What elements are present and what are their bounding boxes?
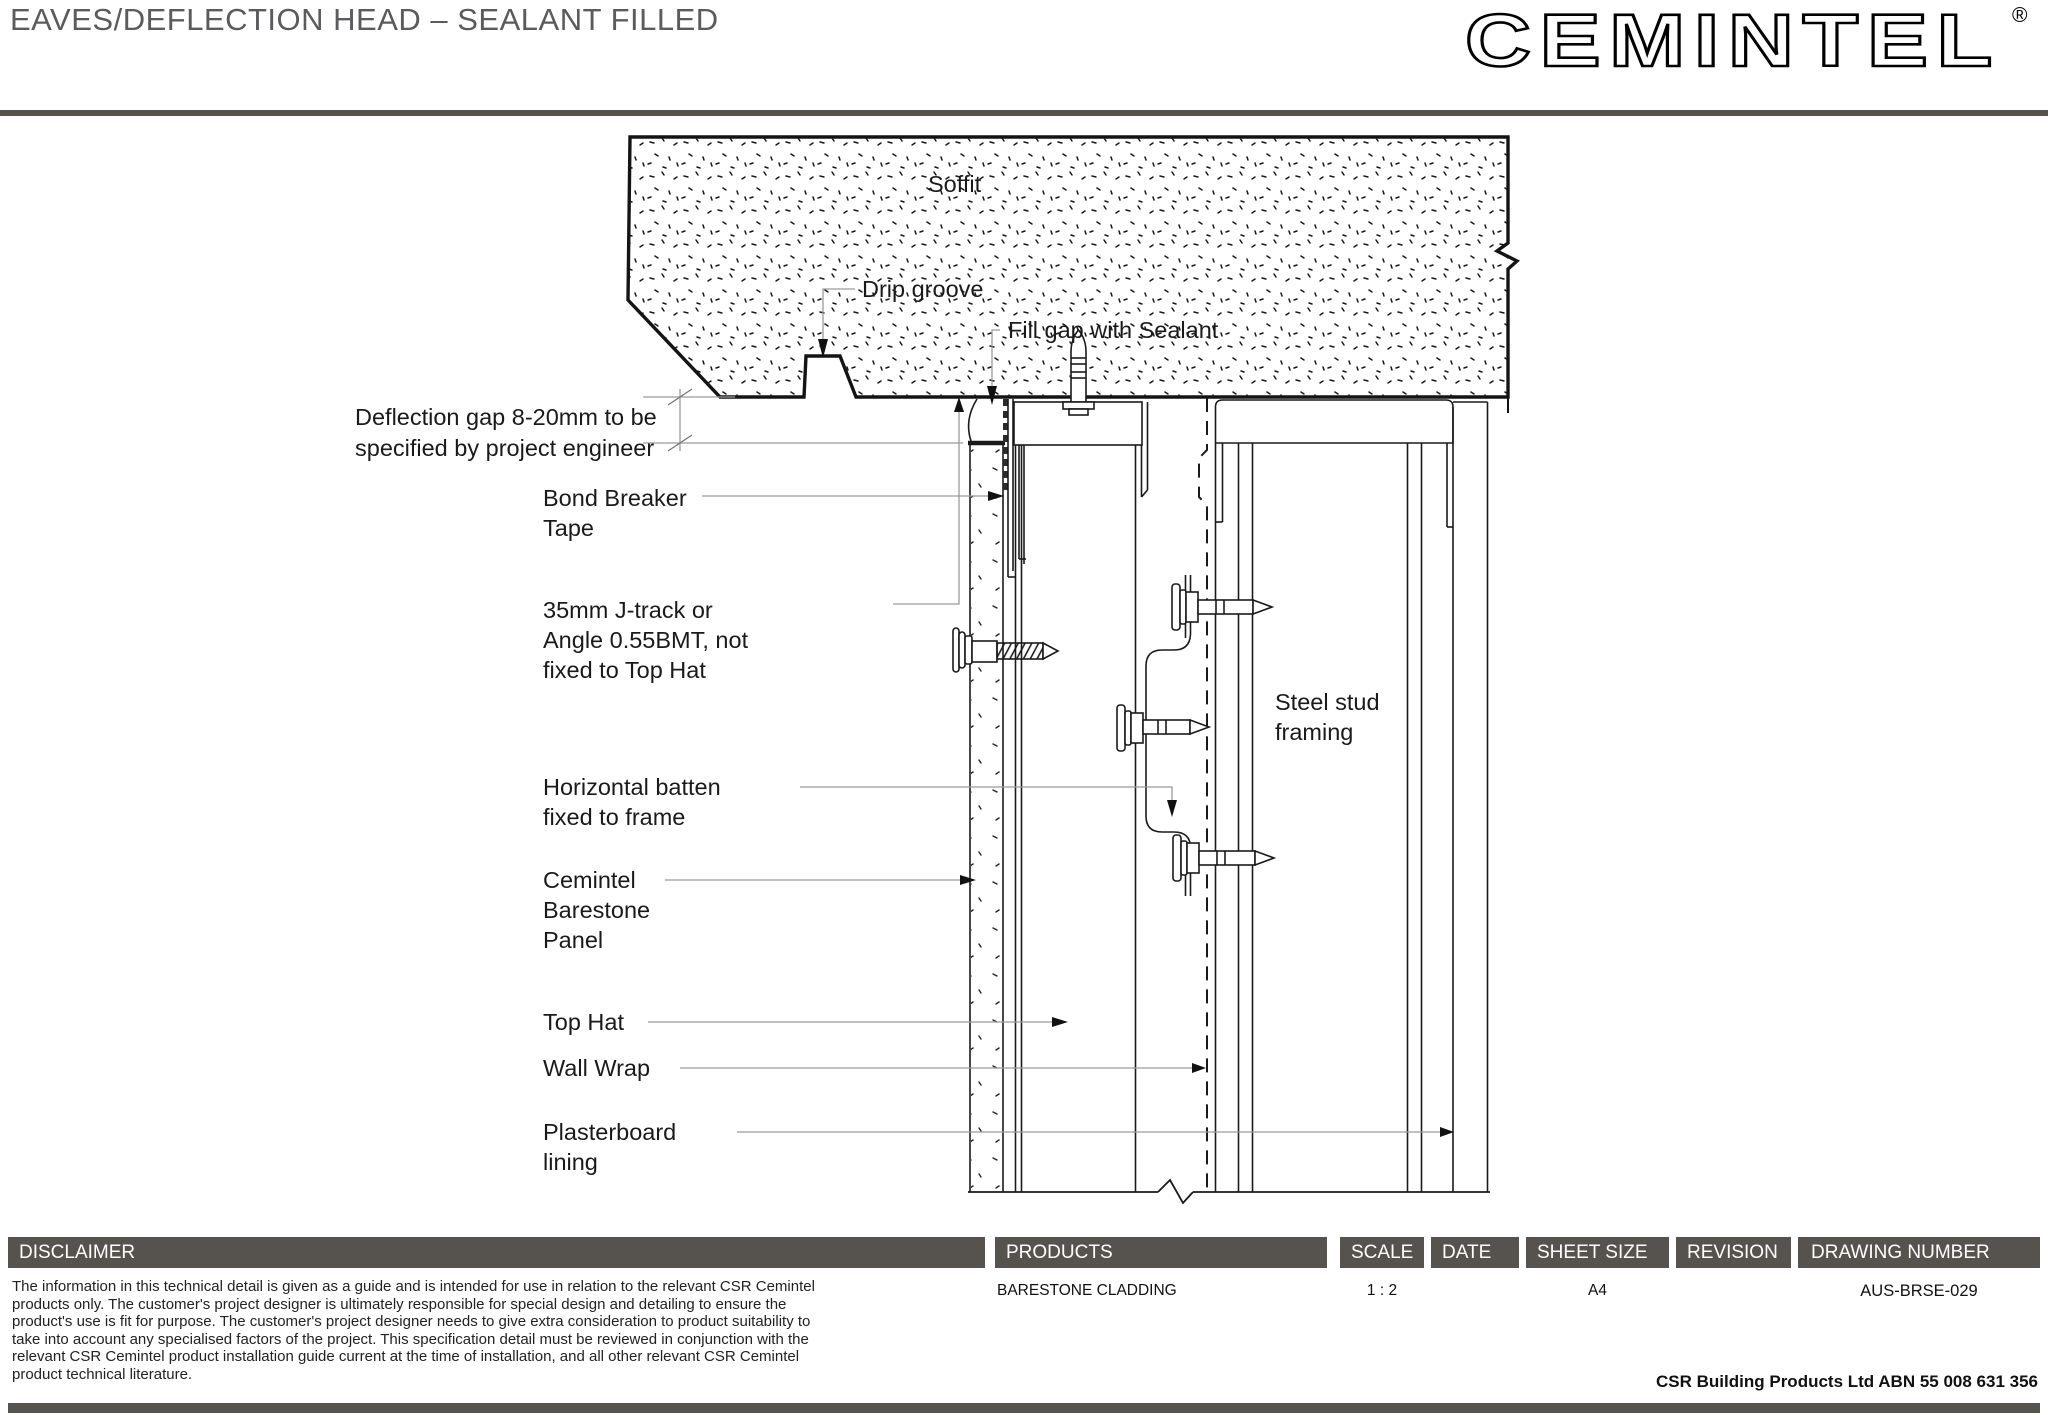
products-header: PRODUCTS bbox=[995, 1237, 1327, 1268]
scale-header: SCALE bbox=[1340, 1237, 1424, 1268]
wall-assembly bbox=[952, 328, 1490, 1205]
disclaimer-line: product's use is fit for purpose. The cu… bbox=[12, 1313, 811, 1330]
label-jtrack-2: Angle 0.55BMT, not bbox=[543, 627, 749, 653]
label-deflection-1: Deflection gap 8-20mm to be bbox=[355, 404, 657, 430]
label-top-hat: Top Hat bbox=[543, 1009, 624, 1035]
label-bond-2: Tape bbox=[543, 515, 594, 541]
arrow-fill-gap bbox=[987, 386, 997, 405]
label-jtrack-1: 35mm J-track or bbox=[543, 597, 713, 623]
label-panel-1: Cemintel bbox=[543, 867, 636, 893]
panel-hex-screw bbox=[952, 627, 1060, 673]
technical-detail-drawing: Soffit Drip groove Fill gap with Sealant… bbox=[355, 135, 1521, 1205]
cemintel-logo: CEMINTEL ® bbox=[1465, 0, 2028, 83]
barestone-panel-fill bbox=[971, 445, 1002, 1192]
header-divider bbox=[0, 110, 2048, 116]
logo-wordmark: CEMINTEL bbox=[1465, 0, 2001, 82]
label-drip-groove: Drip groove bbox=[862, 276, 983, 302]
arrow-wall-wrap bbox=[1192, 1063, 1206, 1073]
label-wall-wrap: Wall Wrap bbox=[543, 1055, 650, 1081]
drawing-labels: Soffit Drip groove Fill gap with Sealant… bbox=[355, 171, 1380, 1175]
wall-wrap-line bbox=[1198, 398, 1208, 1192]
disclaimer-line: product technical literature. bbox=[12, 1365, 193, 1383]
arrow-batten bbox=[1167, 800, 1177, 817]
arrow-bond-breaker bbox=[988, 491, 1004, 501]
label-panel-2: Barestone bbox=[543, 897, 650, 923]
top-hat bbox=[1013, 401, 1149, 1192]
registered-trademark-icon: ® bbox=[2012, 4, 2028, 27]
disclaimer-line: The information in this technical detail… bbox=[12, 1278, 815, 1295]
date-header: DATE bbox=[1431, 1237, 1519, 1268]
label-jtrack-3: fixed to Top Hat bbox=[543, 657, 706, 683]
abn-line: CSR Building Products Ltd ABN 55 008 631… bbox=[1656, 1372, 2038, 1391]
label-soffit: Soffit bbox=[928, 171, 982, 197]
label-batten-1: Horizontal batten bbox=[543, 774, 721, 800]
sealant-plug bbox=[1062, 328, 1095, 416]
drawing-number-header: DRAWING NUMBER bbox=[1798, 1237, 2040, 1268]
label-bond-1: Bond Breaker bbox=[543, 485, 687, 511]
sealant-arc bbox=[967, 398, 978, 442]
steel-stud-framing bbox=[1214, 399, 1454, 1192]
disclaimer-text: The information in this technical detail… bbox=[12, 1278, 815, 1383]
products-value: BARESTONE CLADDING bbox=[997, 1282, 1177, 1299]
label-fill-gap: Fill gap with Sealant bbox=[1008, 317, 1219, 343]
leader-lines bbox=[643, 288, 1440, 1133]
disclaimer-line: relevant CSR Cemintel product installati… bbox=[12, 1348, 800, 1365]
label-steel-2: framing bbox=[1275, 719, 1353, 745]
bottom-break-line bbox=[968, 1178, 1490, 1205]
arrow-top-hat bbox=[1052, 1017, 1068, 1027]
bottom-bar bbox=[8, 1403, 2040, 1413]
plasterboard-lining bbox=[1453, 401, 1489, 1192]
label-batten-2: fixed to frame bbox=[543, 804, 685, 830]
disclaimer-line: take into account any specialised factor… bbox=[12, 1330, 809, 1348]
label-plaster-2: lining bbox=[543, 1149, 598, 1175]
revision-header: REVISION bbox=[1676, 1237, 1791, 1268]
disclaimer-line: products only. The customer's project de… bbox=[12, 1295, 787, 1313]
leader-arrowheads bbox=[818, 339, 1454, 1137]
sheet-size-header: SHEET SIZE bbox=[1526, 1237, 1669, 1268]
scale-value: 1 : 2 bbox=[1366, 1282, 1398, 1299]
arrow-panel bbox=[960, 875, 976, 885]
label-steel-1: Steel stud bbox=[1275, 689, 1380, 715]
disclaimer-header: DISCLAIMER bbox=[8, 1237, 985, 1268]
fixing-screws bbox=[1116, 583, 1277, 882]
label-deflection-2: specified by project engineer bbox=[355, 435, 654, 461]
page-title: EAVES/DEFLECTION HEAD – SEALANT FILLED bbox=[10, 2, 719, 37]
label-plaster-1: Plasterboard bbox=[543, 1119, 676, 1145]
arrow-j-track bbox=[954, 397, 964, 412]
arrow-drip-groove bbox=[818, 339, 828, 358]
sheet-size-value: A4 bbox=[1588, 1282, 1607, 1299]
drawing-number-value: AUS-BRSE-029 bbox=[1860, 1282, 1978, 1300]
arrow-plasterboard bbox=[1440, 1127, 1454, 1137]
label-panel-3: Panel bbox=[543, 927, 603, 953]
